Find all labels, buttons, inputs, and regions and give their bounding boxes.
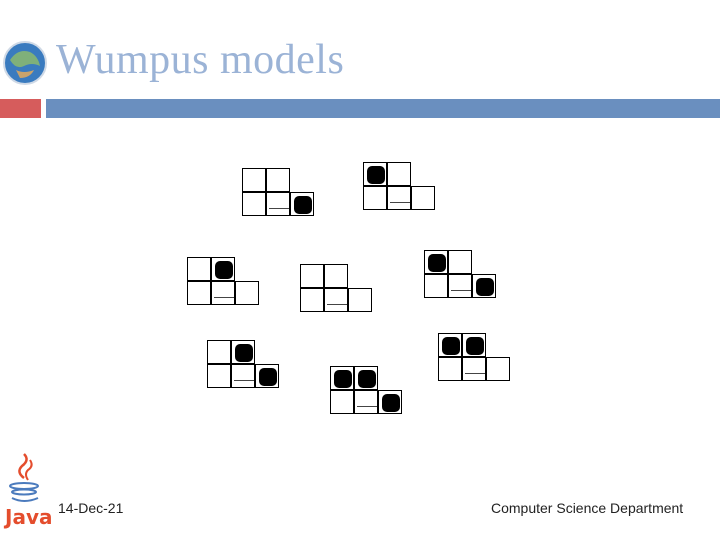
pit-icon bbox=[367, 166, 385, 184]
grid-cell bbox=[330, 390, 354, 414]
grid-cell bbox=[211, 281, 235, 305]
grid-cell bbox=[354, 366, 378, 390]
java-label: Java bbox=[5, 505, 53, 529]
grid-cell bbox=[231, 340, 255, 364]
grid-cell bbox=[242, 192, 266, 216]
breeze-icon bbox=[357, 399, 377, 407]
grid-cell bbox=[266, 192, 290, 216]
grid-cell bbox=[424, 274, 448, 298]
pit-icon bbox=[358, 370, 376, 388]
grid-cell bbox=[207, 340, 231, 364]
pit-icon bbox=[334, 370, 352, 388]
breeze-icon bbox=[214, 290, 234, 298]
pit-icon bbox=[382, 394, 400, 412]
breeze-icon bbox=[390, 195, 410, 203]
grid-cell bbox=[330, 366, 354, 390]
breeze-icon bbox=[327, 297, 347, 305]
logo-icon bbox=[2, 40, 48, 86]
grid-cell bbox=[387, 162, 411, 186]
breeze-icon bbox=[269, 201, 289, 209]
grid-cell bbox=[187, 281, 211, 305]
header-bar bbox=[46, 99, 720, 118]
grid-cell bbox=[300, 264, 324, 288]
pit-icon bbox=[235, 344, 253, 362]
footer-date: 14-Dec-21 bbox=[58, 500, 124, 516]
grid-cell bbox=[411, 186, 435, 210]
grid-cell bbox=[424, 250, 448, 274]
grid-cell bbox=[324, 264, 348, 288]
grid-cell bbox=[486, 357, 510, 381]
grid-cell bbox=[242, 168, 266, 192]
grid-cell bbox=[387, 186, 411, 210]
pit-icon bbox=[442, 337, 460, 355]
slide-title: Wumpus models bbox=[56, 37, 345, 83]
grid-cell bbox=[448, 250, 472, 274]
grid-cell bbox=[300, 288, 324, 312]
grid-cell bbox=[211, 257, 235, 281]
java-logo-icon bbox=[4, 450, 48, 528]
pit-icon bbox=[428, 254, 446, 272]
grid-cell bbox=[290, 192, 314, 216]
header-bar-accent bbox=[0, 99, 41, 118]
breeze-icon bbox=[451, 283, 471, 291]
pit-icon bbox=[476, 278, 494, 296]
grid-cell bbox=[207, 364, 231, 388]
grid-cell bbox=[363, 186, 387, 210]
grid-cell bbox=[231, 364, 255, 388]
pit-icon bbox=[259, 368, 277, 386]
grid-cell bbox=[187, 257, 211, 281]
grid-cell bbox=[235, 281, 259, 305]
grid-cell bbox=[378, 390, 402, 414]
breeze-icon bbox=[465, 366, 485, 374]
grid-cell bbox=[472, 274, 496, 298]
grid-cell bbox=[438, 333, 462, 357]
grid-cell bbox=[438, 357, 462, 381]
grid-cell bbox=[462, 357, 486, 381]
grid-cell bbox=[448, 274, 472, 298]
grid-cell bbox=[462, 333, 486, 357]
breeze-icon bbox=[234, 373, 254, 381]
pit-icon bbox=[294, 196, 312, 214]
grid-cell bbox=[363, 162, 387, 186]
pit-icon bbox=[215, 261, 233, 279]
grid-cell bbox=[354, 390, 378, 414]
grid-cell bbox=[266, 168, 290, 192]
grid-cell bbox=[348, 288, 372, 312]
footer-department: Computer Science Department bbox=[491, 500, 684, 516]
grid-cell bbox=[255, 364, 279, 388]
grid-cell bbox=[324, 288, 348, 312]
pit-icon bbox=[466, 337, 484, 355]
